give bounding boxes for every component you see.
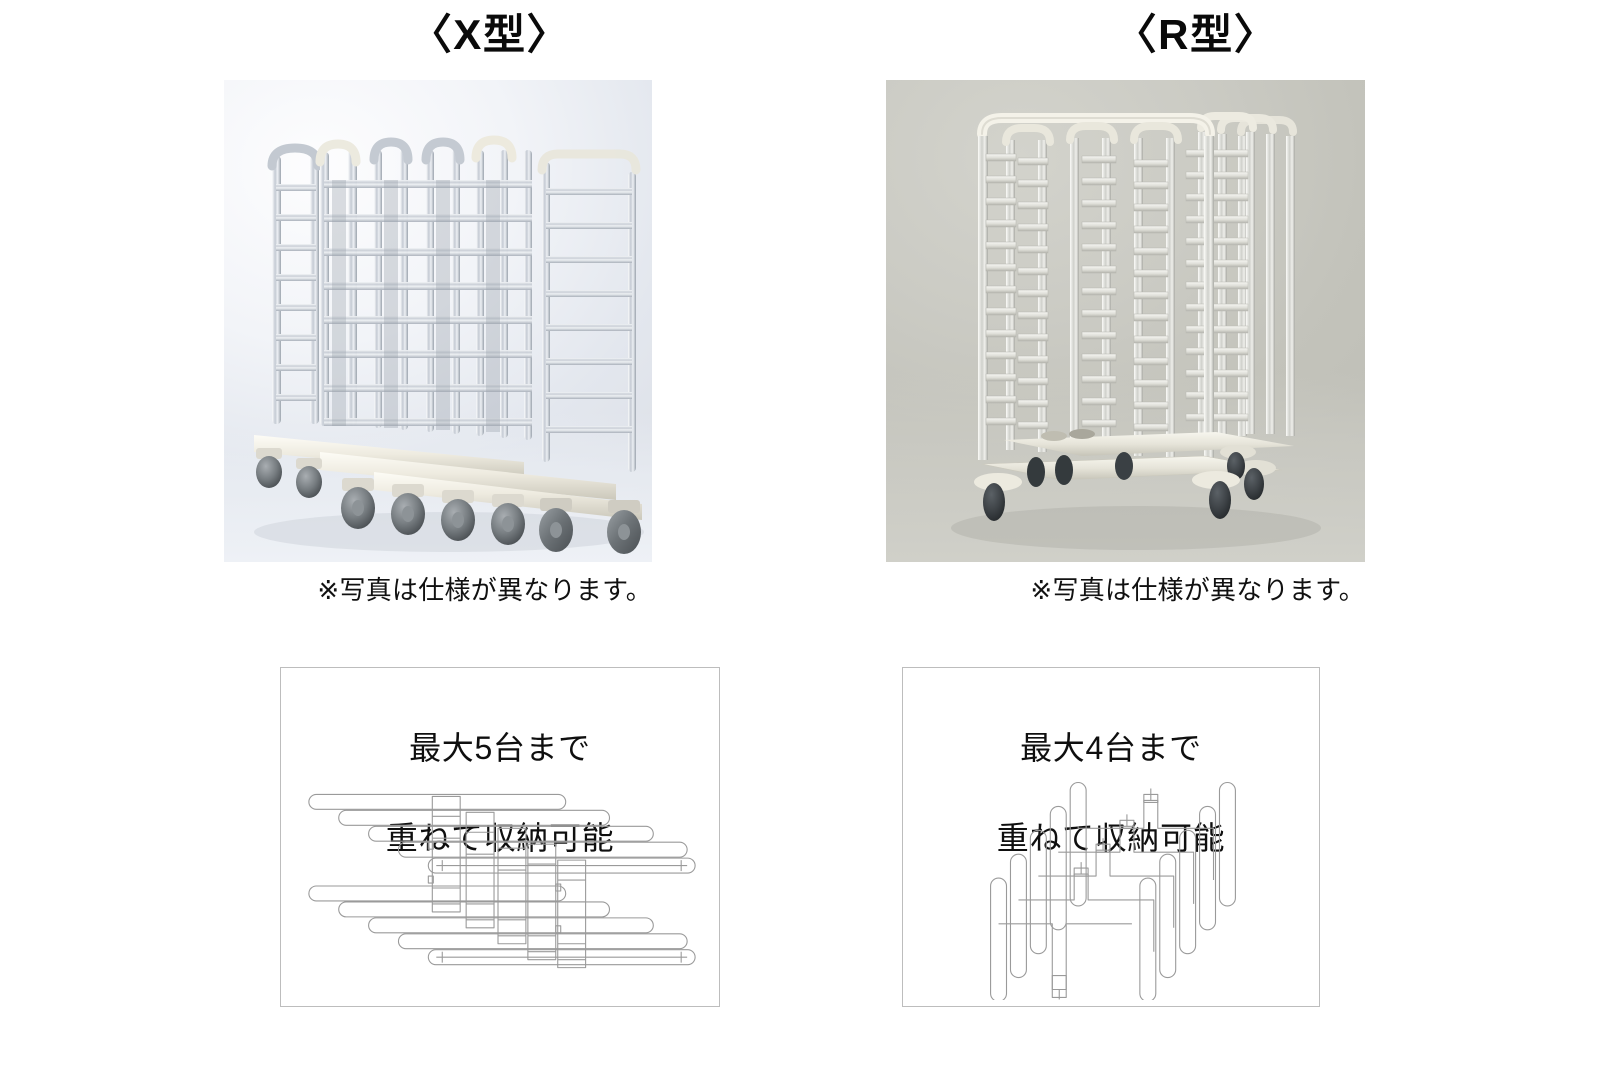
- column-r-type: 〈R型〉 R型ラックを4台重ねて収納した状態の写真: [800, 0, 1540, 1067]
- stack-diagram-x-type: X型ラックを5台入れ子状に重ねた平面図: [281, 776, 719, 1000]
- column-x-type: 〈X型〉 X型ラックを5台重ねて収納した状態の写真: [140, 0, 880, 1067]
- stack-title-line1-r: 最大4台まで: [1020, 730, 1202, 766]
- photo-note-x-type: ※写真は仕様が異なります。: [317, 575, 652, 605]
- stack-info-box-x-type: 最大5台まで 重ねて収納可能 X型ラックを5台入れ子状に重ねた平面図: [280, 667, 720, 1007]
- stack-diagram-r-type: R型ラックを4台入れ子状に重ねた平面図: [903, 776, 1319, 1000]
- page-title-x-type: 〈X型〉: [409, 11, 571, 58]
- stack-info-box-r-type: 最大4台まで 重ねて収納可能 R型ラックを4台入れ子状に重ねた平面図: [902, 667, 1320, 1007]
- stack-title-line1-x: 最大5台まで: [409, 730, 591, 766]
- stack-title-r-type: 最大4台まで 重ねて収納可能: [903, 681, 1319, 861]
- photo-note-r-type: ※写真は仕様が異なります。: [1030, 575, 1365, 605]
- photo-x-type: X型ラックを5台重ねて収納した状態の写真: [224, 80, 652, 562]
- photo-r-type: R型ラックを4台重ねて収納した状態の写真: [886, 80, 1365, 562]
- page-title-r-type: 〈R型〉: [1114, 11, 1278, 58]
- stack-title-line2-r: 重ねて収納可能: [996, 820, 1226, 856]
